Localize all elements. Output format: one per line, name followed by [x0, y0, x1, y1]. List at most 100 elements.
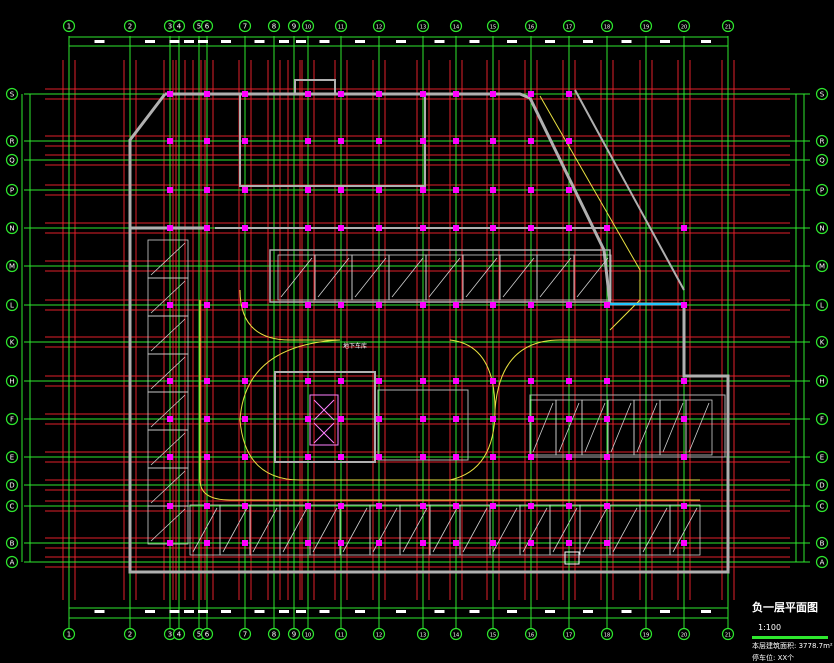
parking-block-north	[269, 249, 611, 303]
column-axis-label: 5	[197, 631, 201, 639]
structural-column	[528, 302, 534, 308]
ramp-path	[539, 95, 641, 331]
structural-column	[604, 302, 610, 308]
row-axis-label: S	[820, 91, 825, 99]
structural-column	[338, 187, 344, 193]
structural-column	[420, 540, 426, 546]
structural-column	[305, 225, 311, 231]
row-axis-label-bubble	[815, 298, 829, 312]
structural-column	[376, 225, 382, 231]
parking-stall-diag	[150, 394, 186, 428]
structural-column	[338, 225, 344, 231]
row-axis-label: N	[9, 225, 14, 233]
note-area: 本层建筑面积: 3778.7m²	[752, 642, 833, 650]
parking-stall-diag	[150, 432, 186, 466]
parking-stall-diag	[642, 507, 668, 553]
structural-column	[604, 503, 610, 509]
cad-drawing-canvas[interactable]: 1122334455667788991010111112121313141415…	[0, 0, 834, 644]
structural-column	[305, 138, 311, 144]
row-axis-label: F	[10, 416, 14, 424]
structural-column	[167, 225, 173, 231]
column-axis-label-bubble	[639, 19, 653, 33]
structural-column	[453, 454, 459, 460]
structural-column	[242, 138, 248, 144]
structural-column	[204, 225, 210, 231]
column-axis-label-bubble	[600, 19, 614, 33]
column-axis-label: 11	[338, 633, 344, 639]
column-axis-label: 19	[643, 25, 649, 31]
structural-column	[376, 416, 382, 422]
column-axis-label: 8	[272, 23, 276, 31]
column-axis-label-bubble	[334, 19, 348, 33]
row-axis-label-bubble	[815, 87, 829, 101]
column-axis-label-bubble	[372, 627, 386, 641]
structural-column	[681, 454, 687, 460]
structural-column	[242, 225, 248, 231]
structural-column	[681, 302, 687, 308]
structural-column	[204, 503, 210, 509]
structural-column	[566, 187, 572, 193]
parking-stall-diag	[636, 402, 658, 453]
column-axis-label-bubble	[301, 627, 315, 641]
row-axis-label-bubble	[815, 412, 829, 426]
dimension-text	[184, 610, 194, 613]
parking-stall-diag	[150, 356, 186, 390]
column-axis-label-bubble	[416, 19, 430, 33]
column-axis-label-bubble	[449, 19, 463, 33]
structural-column	[167, 91, 173, 97]
parking-stall	[573, 254, 612, 301]
dimension-text	[94, 610, 105, 613]
row-axis-label-bubble	[5, 555, 19, 569]
column-axis-label: 20	[681, 25, 687, 31]
structural-column	[453, 503, 459, 509]
column-axis-label: 5	[197, 23, 201, 31]
structural-column	[420, 416, 426, 422]
column-axis-label: 17	[566, 25, 572, 31]
column-axis-label: 18	[604, 25, 610, 31]
parking-stall-diag	[150, 470, 186, 504]
parking-stall-diag	[402, 507, 428, 553]
structural-column	[604, 540, 610, 546]
parking-stall-diag	[391, 257, 424, 298]
structural-column	[305, 540, 311, 546]
parking-stall-diag	[280, 257, 313, 298]
row-axis-label: H	[819, 378, 824, 386]
row-axis-label-bubble	[815, 183, 829, 197]
row-axis-label-bubble	[5, 450, 19, 464]
column-axis-label: 15	[490, 25, 496, 31]
row-axis-label-bubble	[5, 335, 19, 349]
row-axis-label-bubble	[5, 153, 19, 167]
dimension-text	[396, 40, 406, 43]
parking-stall-diag	[312, 507, 338, 553]
column-axis-label: 21	[725, 25, 731, 31]
column-axis-label-bubble	[172, 627, 186, 641]
structural-column	[453, 378, 459, 384]
structural-column	[167, 540, 173, 546]
column-axis-label: 4	[177, 23, 182, 31]
dimension-text	[296, 610, 306, 613]
structural-column	[566, 138, 572, 144]
title-block: 负一层平面图1:100 本层建筑面积: 3778.7m² 停车位: XX个	[752, 596, 834, 663]
stair-shaft-top	[294, 79, 336, 95]
dimension-text	[469, 40, 480, 43]
dimension-text	[296, 40, 306, 43]
column-axis-label-bubble	[267, 627, 281, 641]
structural-column	[204, 454, 210, 460]
column-axis-label-bubble	[677, 627, 691, 641]
structural-column	[338, 378, 344, 384]
column-axis-label: 6	[205, 23, 210, 31]
column-axis-label-bubble	[62, 627, 76, 641]
column-axis-label: 12	[376, 633, 382, 639]
row-axis-label-bubble	[815, 499, 829, 513]
row-axis-label-bubble	[5, 499, 19, 513]
dimension-text	[355, 40, 365, 43]
structural-column	[305, 302, 311, 308]
elevator-x	[313, 422, 335, 444]
dimension-text	[169, 40, 180, 43]
column-axis-label-bubble	[287, 627, 301, 641]
structural-column	[490, 91, 496, 97]
drive-lane	[449, 339, 600, 481]
row-axis-label: D	[9, 482, 14, 490]
column-axis-label-bubble	[372, 19, 386, 33]
column-axis-label-bubble	[600, 627, 614, 641]
